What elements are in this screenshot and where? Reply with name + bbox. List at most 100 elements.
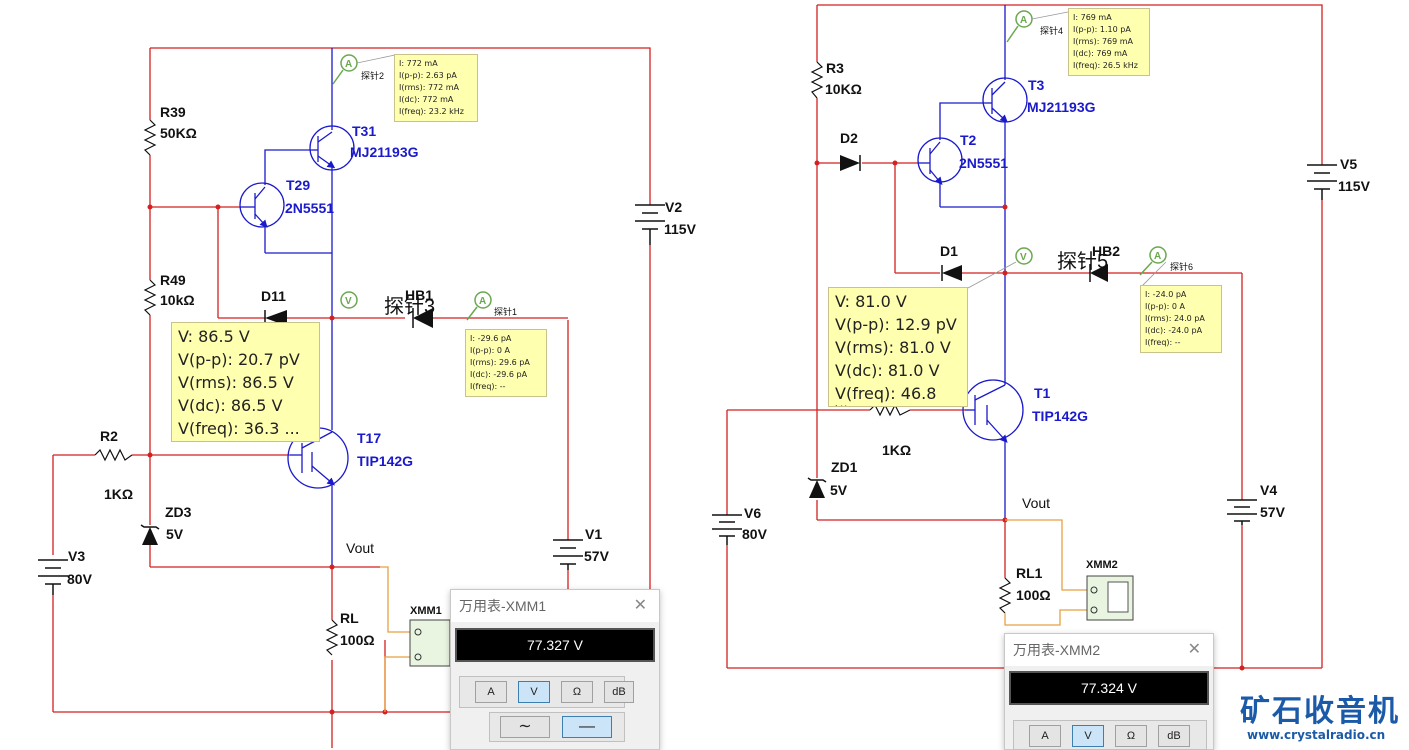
mode-button-ohm[interactable]: Ω — [1115, 725, 1147, 747]
zd1-name: ZD1 — [831, 459, 858, 475]
t3-name: T3 — [1028, 77, 1045, 93]
zener-zd3 — [142, 527, 158, 545]
d2-name: D2 — [840, 130, 858, 146]
probe-v-left-readout: V: 86.5 V V(p-p): 20.7 pV V(rms): 86.5 V… — [171, 322, 320, 442]
probe-v-right-line: V(freq): 46.8 — [835, 384, 937, 403]
diode-hb1 — [413, 308, 433, 328]
transistor-t1 — [962, 379, 1024, 441]
t1-model: TIP142G — [1032, 408, 1088, 424]
probe6-icon — [1149, 246, 1167, 264]
transistor-t2 — [917, 137, 963, 183]
t3-model: MJ21193G — [1027, 99, 1096, 115]
probe2-line: I(freq): 23.2 kHz — [399, 107, 464, 116]
resistor-rl — [325, 619, 339, 656]
hb1-name: HB1 — [405, 287, 433, 303]
t2-name: T2 — [960, 132, 977, 148]
left-batteries[interactable] — [38, 204, 665, 595]
t29-name: T29 — [286, 177, 310, 193]
mode-button-db[interactable]: dB — [604, 681, 634, 703]
battery-v6 — [712, 514, 742, 545]
watermark-logo: 矿石收音机 — [1240, 694, 1400, 729]
probe1-line: I(dc): -29.6 pA — [470, 370, 528, 379]
transistor-t3 — [982, 77, 1028, 123]
rl-name: RL — [340, 610, 359, 626]
probe4-name: 探针4 — [1040, 25, 1063, 36]
probe1-line: I(freq): -- — [470, 382, 506, 391]
r49-name: R49 — [160, 272, 186, 288]
resistor-r2 — [94, 448, 133, 462]
mode-button-db[interactable]: dB — [1158, 725, 1190, 747]
close-icon[interactable]: ✕ — [1187, 641, 1201, 658]
xmm2-icon[interactable] — [1086, 575, 1134, 621]
t1-name: T1 — [1034, 385, 1051, 401]
r39-name: R39 — [160, 104, 186, 120]
multimeter-title[interactable]: 万用表-XMM1 ✕ — [451, 590, 659, 622]
v1-name: V1 — [585, 526, 602, 542]
probe-v-right-line: V(dc): 81.0 V — [835, 361, 940, 380]
mode-button-v[interactable]: V — [1072, 725, 1104, 747]
mode-button-a[interactable]: A — [475, 681, 507, 703]
probe4-line: I(freq): 26.5 kHz — [1073, 61, 1138, 70]
v6-name: V6 — [744, 505, 761, 521]
probe-v-right-line: kHz — [835, 405, 961, 406]
right-diodes[interactable] — [807, 155, 1108, 498]
watermark-url: www.crystalradio.cn — [1247, 728, 1386, 742]
probe2-line: I(dc): 772 mA — [399, 95, 454, 104]
probe-v-right-line: V(rms): 81.0 V — [835, 338, 951, 357]
probe4-line: I: 769 mA — [1073, 13, 1112, 22]
battery-v4 — [1227, 499, 1257, 525]
mode-button-v[interactable]: V — [518, 681, 550, 703]
r2-name: R2 — [100, 428, 118, 444]
mode-panel: A V Ω dB — [459, 676, 634, 708]
left-meter-wires — [380, 566, 412, 712]
resistor-r49 — [143, 279, 157, 316]
xmm2-label: XMM2 — [1086, 559, 1118, 571]
svg-text:A: A — [345, 59, 352, 70]
r39-value: 50KΩ — [160, 125, 197, 141]
mode-button-a[interactable]: A — [1029, 725, 1061, 747]
xmm1-icon[interactable] — [409, 619, 451, 667]
mode-button-ohm[interactable]: Ω — [561, 681, 593, 703]
v2-name: V2 — [665, 199, 682, 215]
close-icon[interactable]: ✕ — [633, 597, 647, 614]
zd1-value: 5V — [830, 482, 848, 498]
xmm1-label: XMM1 — [410, 605, 442, 617]
ac-button[interactable]: ∼ — [500, 716, 550, 738]
battery-v1 — [553, 539, 583, 570]
multimeter-title[interactable]: 万用表-XMM2 ✕ — [1005, 634, 1213, 666]
left-diodes[interactable] — [140, 308, 433, 545]
probe4-line: I(rms): 769 mA — [1073, 37, 1134, 46]
v2-value: 115V — [664, 221, 697, 237]
left-probe-icons[interactable]: A V A — [332, 54, 492, 321]
probe2-line: I(p-p): 2.63 pA — [399, 71, 457, 80]
vout-label-left: Vout — [346, 540, 374, 556]
right-transistors[interactable] — [917, 77, 1028, 443]
right-batteries[interactable] — [712, 164, 1337, 545]
probe-v-left-line: V(rms): 86.5 V — [178, 373, 294, 392]
svg-text:A: A — [1154, 251, 1161, 262]
zd3-value: 5V — [166, 526, 184, 542]
probe6-line: I(freq): -- — [1145, 338, 1181, 347]
multimeter-xmm2-window[interactable]: 万用表-XMM2 ✕ 77.324 V A V Ω dB — [1004, 633, 1214, 750]
right-probe-icons[interactable]: A V A — [967, 10, 1167, 289]
battery-v3 — [38, 559, 68, 595]
multimeter-reading: 77.327 V — [526, 637, 584, 653]
left-circuit: A V A R39 50KΩ R49 10kΩ R2 1KΩ RL 100Ω T… — [38, 47, 697, 748]
left-transistors[interactable] — [239, 125, 355, 489]
left-resistors[interactable] — [94, 119, 339, 656]
multimeter-xmm1-window[interactable]: 万用表-XMM1 ✕ 77.327 V A V Ω dB ∼ — — [450, 589, 660, 750]
v1-value: 57V — [584, 548, 610, 564]
right-circuit: A V A R3 10KΩ 1KΩ RL1 100Ω T3 MJ21193G T… — [712, 4, 1371, 671]
probe1-line: I(rms): 29.6 pA — [470, 358, 530, 367]
probe-v-right-line: V: 81.0 V — [835, 292, 907, 311]
svg-text:V: V — [345, 296, 352, 307]
v5-name: V5 — [1340, 156, 1357, 172]
probe-v-left-line: V(dc): 86.5 V — [178, 396, 283, 415]
probe-v-right-readout: V: 81.0 V V(p-p): 12.9 pV V(rms): 81.0 V… — [828, 287, 968, 407]
dc-button[interactable]: — — [562, 716, 612, 738]
multimeter-display: 77.324 V — [1009, 671, 1209, 705]
resistor-r3 — [810, 61, 824, 99]
zd3-name: ZD3 — [165, 504, 192, 520]
multimeter-title-text: 万用表-XMM2 — [1013, 642, 1101, 658]
